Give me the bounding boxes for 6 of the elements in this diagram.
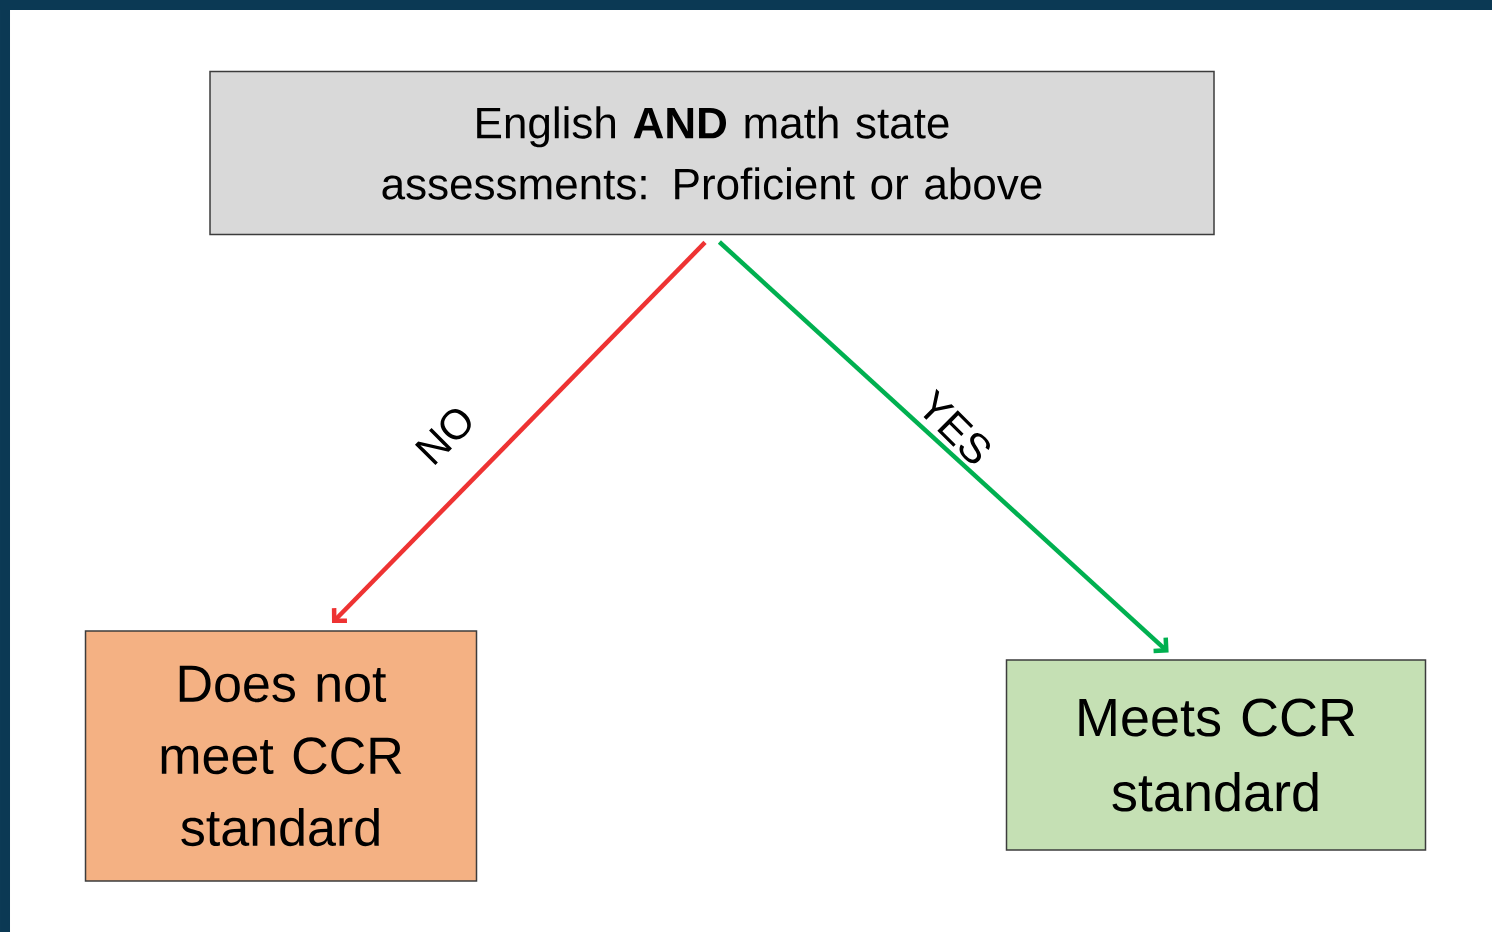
edge-label: NO [409, 399, 481, 471]
result-box: Meets CCR standard [1005, 659, 1427, 851]
decision-box: English AND math state assessments: Proficient or above [209, 70, 1215, 236]
arrow [717, 240, 1169, 654]
result-box: Does not meet CCR standard [84, 630, 478, 882]
arrow [331, 240, 707, 624]
